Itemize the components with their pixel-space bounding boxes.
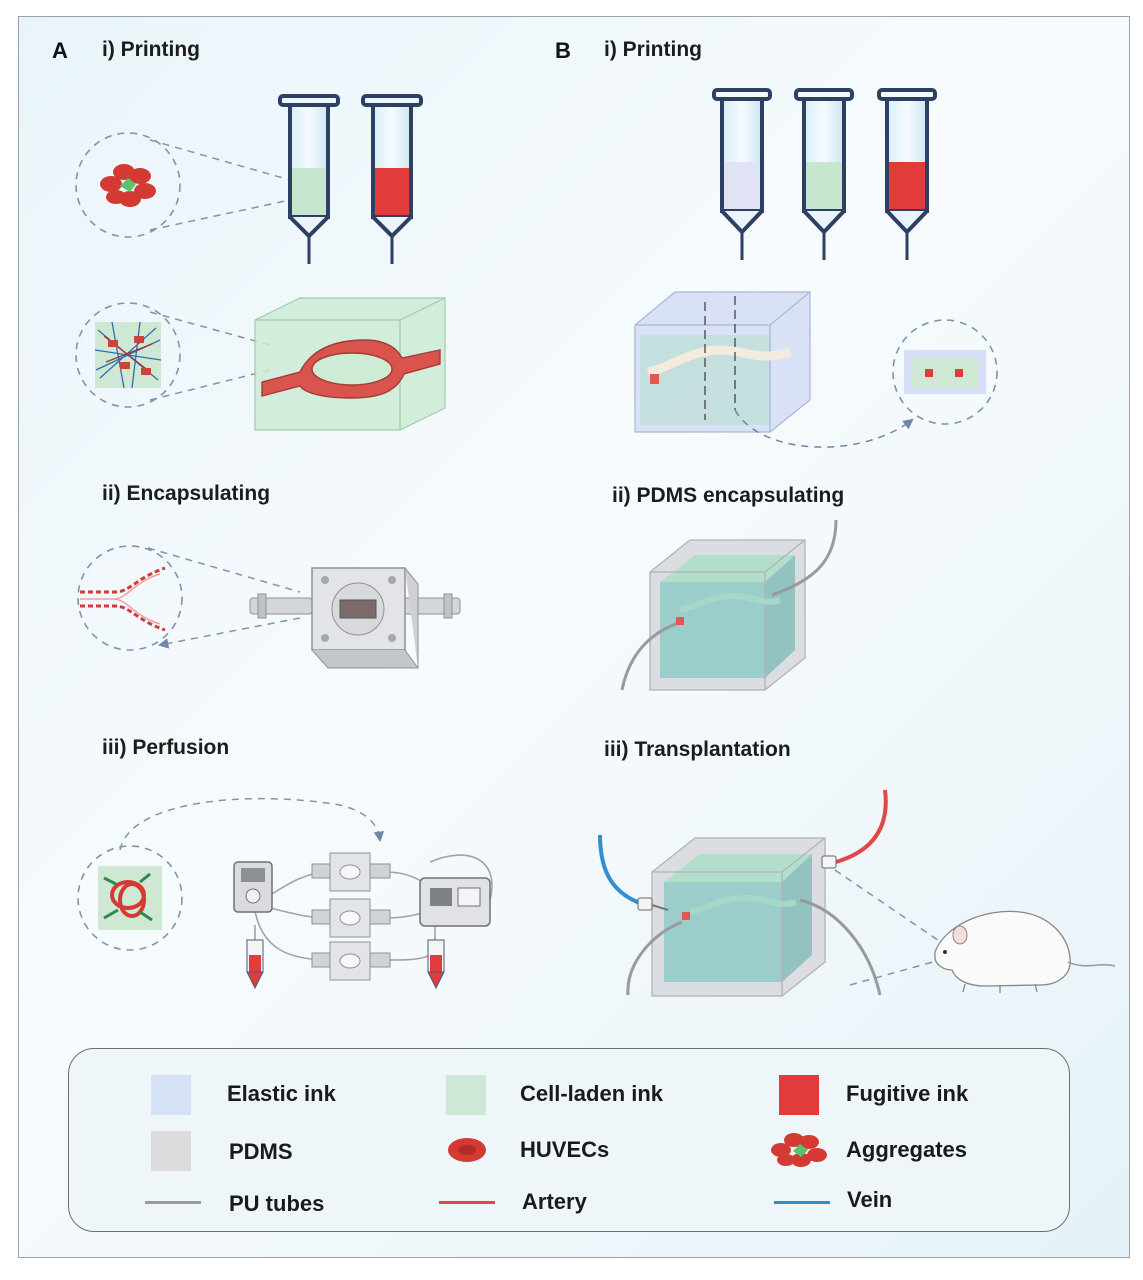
panel-a-letter: A — [52, 38, 68, 63]
panel-b-step-pdms-encapsulating: ii) PDMS encapsulating — [612, 484, 845, 507]
a-perfusion-chamber — [249, 567, 461, 669]
b-pdms-device — [620, 519, 838, 691]
elastic-ink-swatch — [151, 1075, 191, 1115]
cell-laden-ink-swatch — [446, 1075, 486, 1115]
reservoir-tube-right-icon — [427, 939, 445, 990]
a-syringe-fugitive — [361, 94, 423, 264]
legend-label-fugitive-ink: Fugitive ink — [846, 1081, 969, 1106]
panel-b-step-transplantation: iii) Transplantation — [604, 738, 791, 761]
a-zoom-circle-perfused-tissue — [77, 845, 183, 951]
artery-tube-icon — [821, 789, 888, 869]
aggregates-icon — [771, 1133, 827, 1167]
legend-label-cell-laden-ink: Cell-laden ink — [520, 1081, 664, 1106]
panel-a-step-encapsulating: ii) Encapsulating — [102, 482, 271, 505]
mouse-icon — [934, 910, 1116, 993]
vein-tube-icon — [598, 834, 669, 911]
pdms-swatch — [151, 1131, 191, 1171]
panel-b-letter: B — [555, 38, 571, 63]
a-zoom-circle-network — [75, 302, 181, 408]
b-implant-device — [626, 837, 882, 997]
a-zoom-circle-channel — [77, 545, 183, 651]
chamber-top — [311, 852, 391, 892]
artery-line — [439, 1201, 495, 1204]
legend-label-aggregates: Aggregates — [846, 1137, 968, 1162]
legend-label-elastic-ink: Elastic ink — [227, 1081, 336, 1106]
b-syringe-elastic — [712, 88, 772, 260]
b-syringe-cell-laden — [794, 88, 854, 260]
panel-b-step-printing: i) Printing — [604, 38, 702, 61]
a-zoom-circle-aggregates — [75, 132, 181, 238]
legend-label-pdms: PDMS — [229, 1139, 293, 1164]
peristaltic-pump-icon — [419, 877, 491, 927]
pu-tube-line — [145, 1201, 201, 1204]
legend-box: Elastic ink Cell-laden ink Fugitive ink … — [68, 1048, 1070, 1232]
a-printed-construct — [254, 297, 446, 431]
chamber-bottom — [311, 941, 391, 981]
b-printed-construct — [634, 291, 811, 433]
huvec-icon — [448, 1138, 486, 1162]
fugitive-ink-swatch — [779, 1075, 819, 1115]
aggregate-cluster-icon — [100, 164, 156, 207]
b-zoom-circle-cross-section — [892, 319, 998, 425]
chamber-middle — [311, 898, 391, 938]
b-syringe-fugitive — [877, 88, 937, 260]
legend-label-huvecs: HUVECs — [520, 1137, 610, 1162]
a-perfusion-circuit — [233, 852, 493, 990]
legend-label-pu-tubes: PU tubes — [229, 1191, 325, 1216]
legend-label-artery: Artery — [522, 1189, 587, 1214]
vein-line — [774, 1201, 830, 1204]
legend-label-vein: Vein — [847, 1187, 893, 1212]
panel-a-step-printing: i) Printing — [102, 38, 200, 61]
reservoir-tube-left-icon — [246, 939, 264, 990]
a-syringe-cell-laden — [278, 94, 340, 264]
panel-a-step-perfusion: iii) Perfusion — [102, 736, 230, 759]
syringe-pump-icon — [233, 861, 273, 913]
